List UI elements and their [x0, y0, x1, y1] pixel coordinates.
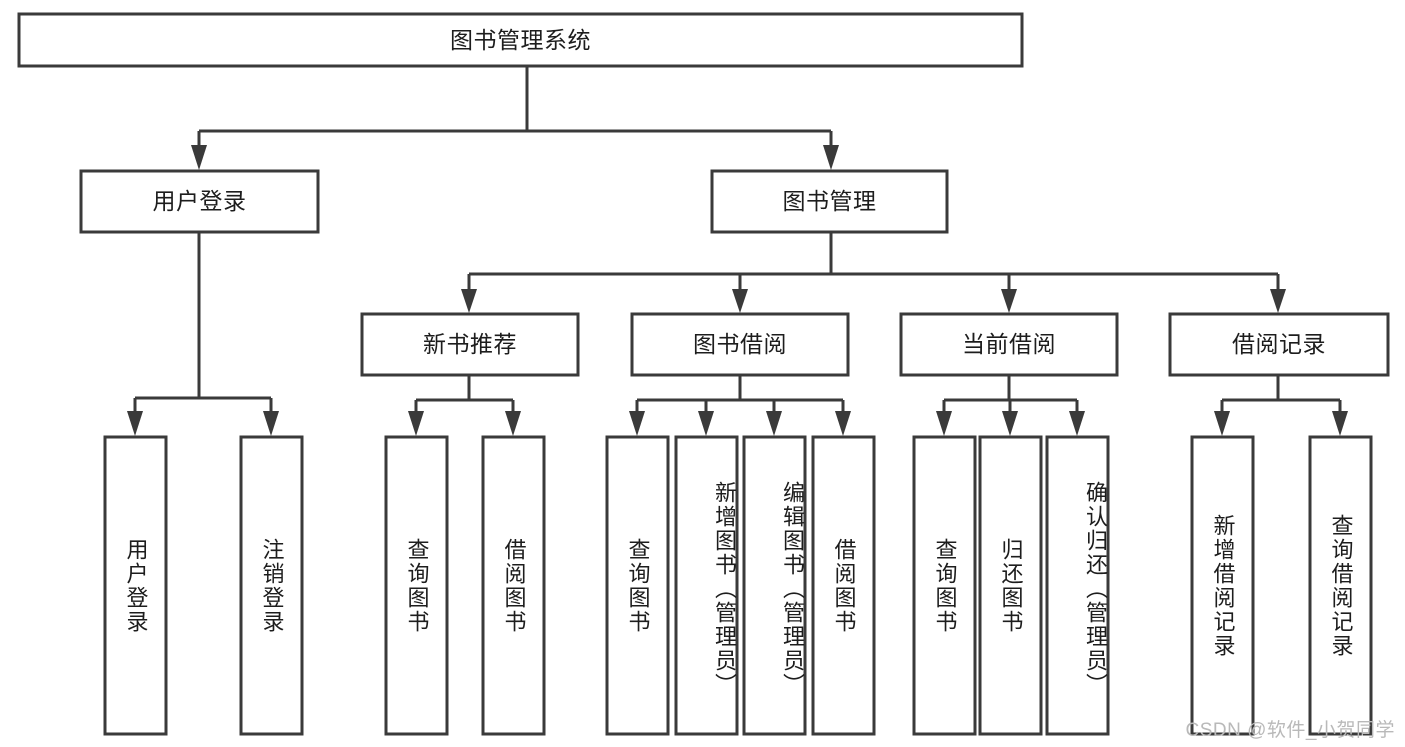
- arrow-head-new-book-recommend: [461, 289, 477, 313]
- node-leaf-borrow-book-1-label: 借阅图书: [501, 537, 527, 634]
- arrow-head-leaf-add-record: [1214, 411, 1230, 436]
- node-leaf-logout-box[interactable]: [239, 435, 304, 736]
- node-leaf-user-login-box[interactable]: [103, 435, 168, 736]
- arrow-head-book-management: [823, 145, 839, 170]
- node-leaf-query-book-1-box[interactable]: [384, 435, 449, 736]
- arrow-head-leaf-query-record: [1332, 411, 1348, 436]
- node-leaf-add-book-box[interactable]: [674, 435, 739, 736]
- arrow-head-leaf-add-book: [698, 411, 714, 436]
- node-user-login-label: 用户登录: [152, 188, 247, 215]
- arrow-head-leaf-borrow-book-2: [835, 411, 851, 436]
- arrow-head-leaf-borrow-book-1: [505, 411, 521, 436]
- csdn-watermark: CSDN @软件_小贺同学: [1185, 720, 1395, 741]
- node-new-book-recommend-box[interactable]: [360, 312, 580, 377]
- arrow-head-leaf-query-book-1: [408, 411, 424, 436]
- node-leaf-edit-book-label: 编辑图书（管理员）: [780, 480, 805, 697]
- node-leaf-query-book-3-box[interactable]: [912, 435, 977, 736]
- node-leaf-add-record-label: 新增借阅记录: [1210, 513, 1236, 658]
- node-leaf-query-record-box[interactable]: [1308, 435, 1373, 736]
- node-leaf-return-book-label: 归还图书: [998, 537, 1024, 634]
- arrow-head-leaf-edit-book: [766, 411, 782, 436]
- node-leaf-confirm-return-box[interactable]: [1045, 435, 1110, 736]
- arrow-head-leaf-return-book: [1002, 411, 1018, 436]
- node-leaf-add-book-label: 新增图书（管理员）: [712, 480, 737, 697]
- arrow-head-leaf-query-book-3: [936, 411, 952, 436]
- node-book-management-label: 图书管理: [782, 188, 877, 215]
- node-current-borrow-label: 当前借阅: [962, 331, 1056, 358]
- node-book-management-box[interactable]: [710, 169, 949, 234]
- node-leaf-add-record-box[interactable]: [1190, 435, 1255, 736]
- node-leaf-borrow-book-2-label: 借阅图书: [831, 537, 857, 634]
- arrow-head-current-borrow: [1001, 289, 1017, 313]
- node-leaf-return-book-box[interactable]: [978, 435, 1043, 736]
- arrow-head-borrow-record: [1270, 289, 1286, 313]
- node-root-box[interactable]: [17, 12, 1024, 68]
- node-borrow-record-label: 借阅记录: [1232, 331, 1326, 358]
- node-leaf-query-book-2-label: 查询图书: [625, 537, 651, 634]
- node-book-borrow-box[interactable]: [630, 312, 850, 377]
- node-leaf-borrow-book-1-box[interactable]: [481, 435, 546, 736]
- node-user-login-box[interactable]: [79, 169, 320, 234]
- node-new-book-recommend-label: 新书推荐: [423, 331, 517, 358]
- node-current-borrow-box[interactable]: [899, 312, 1119, 377]
- arrow-head-leaf-user-login: [127, 411, 143, 436]
- arrow-head-book-borrow: [732, 289, 748, 313]
- node-book-borrow-label: 图书借阅: [693, 331, 787, 358]
- node-root-label: 图书管理系统: [450, 26, 591, 53]
- node-leaf-edit-book-box[interactable]: [742, 435, 807, 736]
- arrow-head-leaf-logout: [263, 411, 279, 436]
- node-leaf-query-book-2-box[interactable]: [605, 435, 670, 736]
- arrow-head-leaf-query-book-2: [629, 411, 645, 436]
- node-leaf-logout-label: 注销登录: [259, 537, 285, 634]
- node-leaf-user-login-label: 用户登录: [123, 537, 149, 634]
- arrow-head-leaf-confirm-return: [1069, 411, 1085, 436]
- node-leaf-query-record-label: 查询借阅记录: [1328, 513, 1354, 658]
- node-leaf-query-book-3-label: 查询图书: [932, 537, 958, 634]
- node-leaf-query-book-1-label: 查询图书: [404, 537, 430, 634]
- node-leaf-borrow-book-2-box[interactable]: [811, 435, 876, 736]
- node-leaf-confirm-return-label: 确认归还（管理员）: [1083, 480, 1108, 697]
- arrow-head-user-login: [191, 145, 207, 170]
